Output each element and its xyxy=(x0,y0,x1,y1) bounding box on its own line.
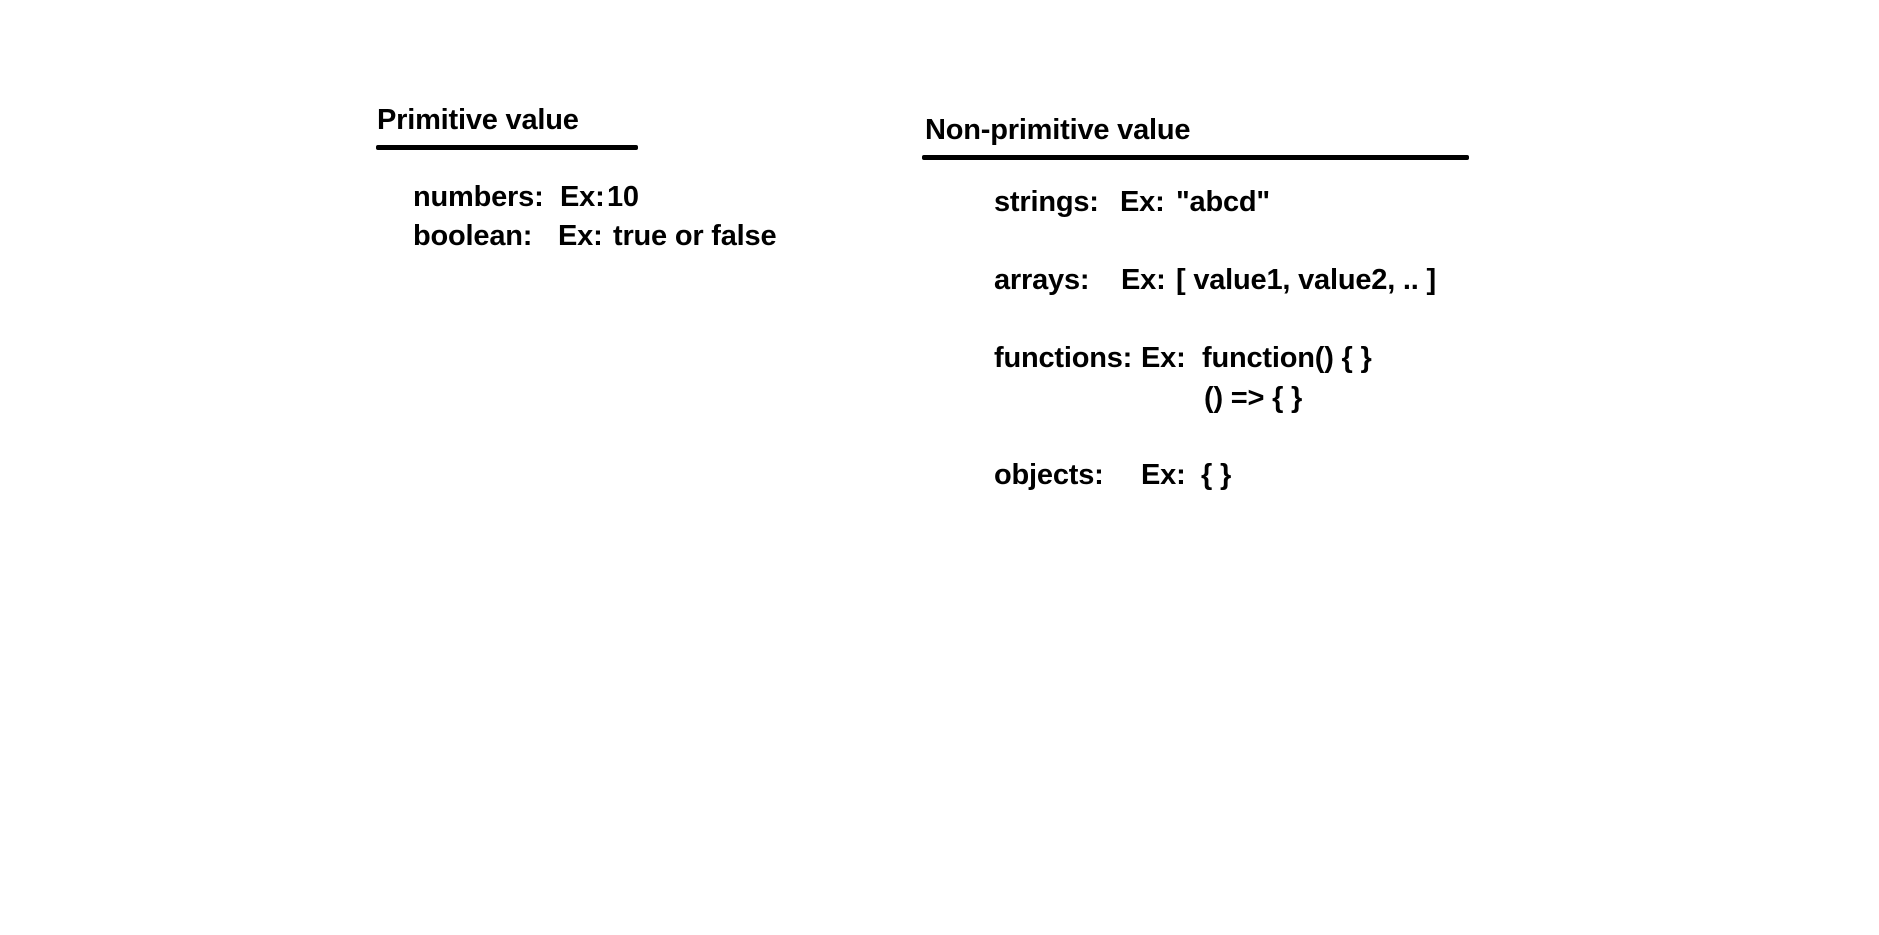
non-primitive-title: Non-primitive value xyxy=(925,114,1191,146)
item-ex: Ex: xyxy=(560,181,605,213)
item-label: numbers: xyxy=(413,181,544,213)
item-value: "abcd" xyxy=(1176,186,1270,218)
item-value: [ value1, value2, .. ] xyxy=(1176,264,1436,296)
item-value: 10 xyxy=(607,181,639,213)
item-value: { } xyxy=(1201,459,1232,491)
item-value: function() { } xyxy=(1202,342,1372,374)
item-label: strings: xyxy=(994,186,1099,218)
non-primitive-title-underline xyxy=(922,155,1469,160)
item-ex: Ex: xyxy=(1121,264,1166,296)
primitive-title: Primitive value xyxy=(377,104,579,136)
item-label: functions: xyxy=(994,342,1133,374)
primitive-title-underline xyxy=(376,145,638,150)
item-label: boolean: xyxy=(413,220,533,252)
item-value: true or false xyxy=(613,220,777,252)
item-label: objects: xyxy=(994,459,1104,491)
item-ex: Ex: xyxy=(1120,186,1165,218)
item-label: arrays: xyxy=(994,264,1090,296)
item-ex: Ex: xyxy=(1141,342,1186,374)
item-ex: Ex: xyxy=(558,220,603,252)
item-ex: Ex: xyxy=(1141,459,1186,491)
item-value-alt: () => { } xyxy=(1204,382,1303,414)
